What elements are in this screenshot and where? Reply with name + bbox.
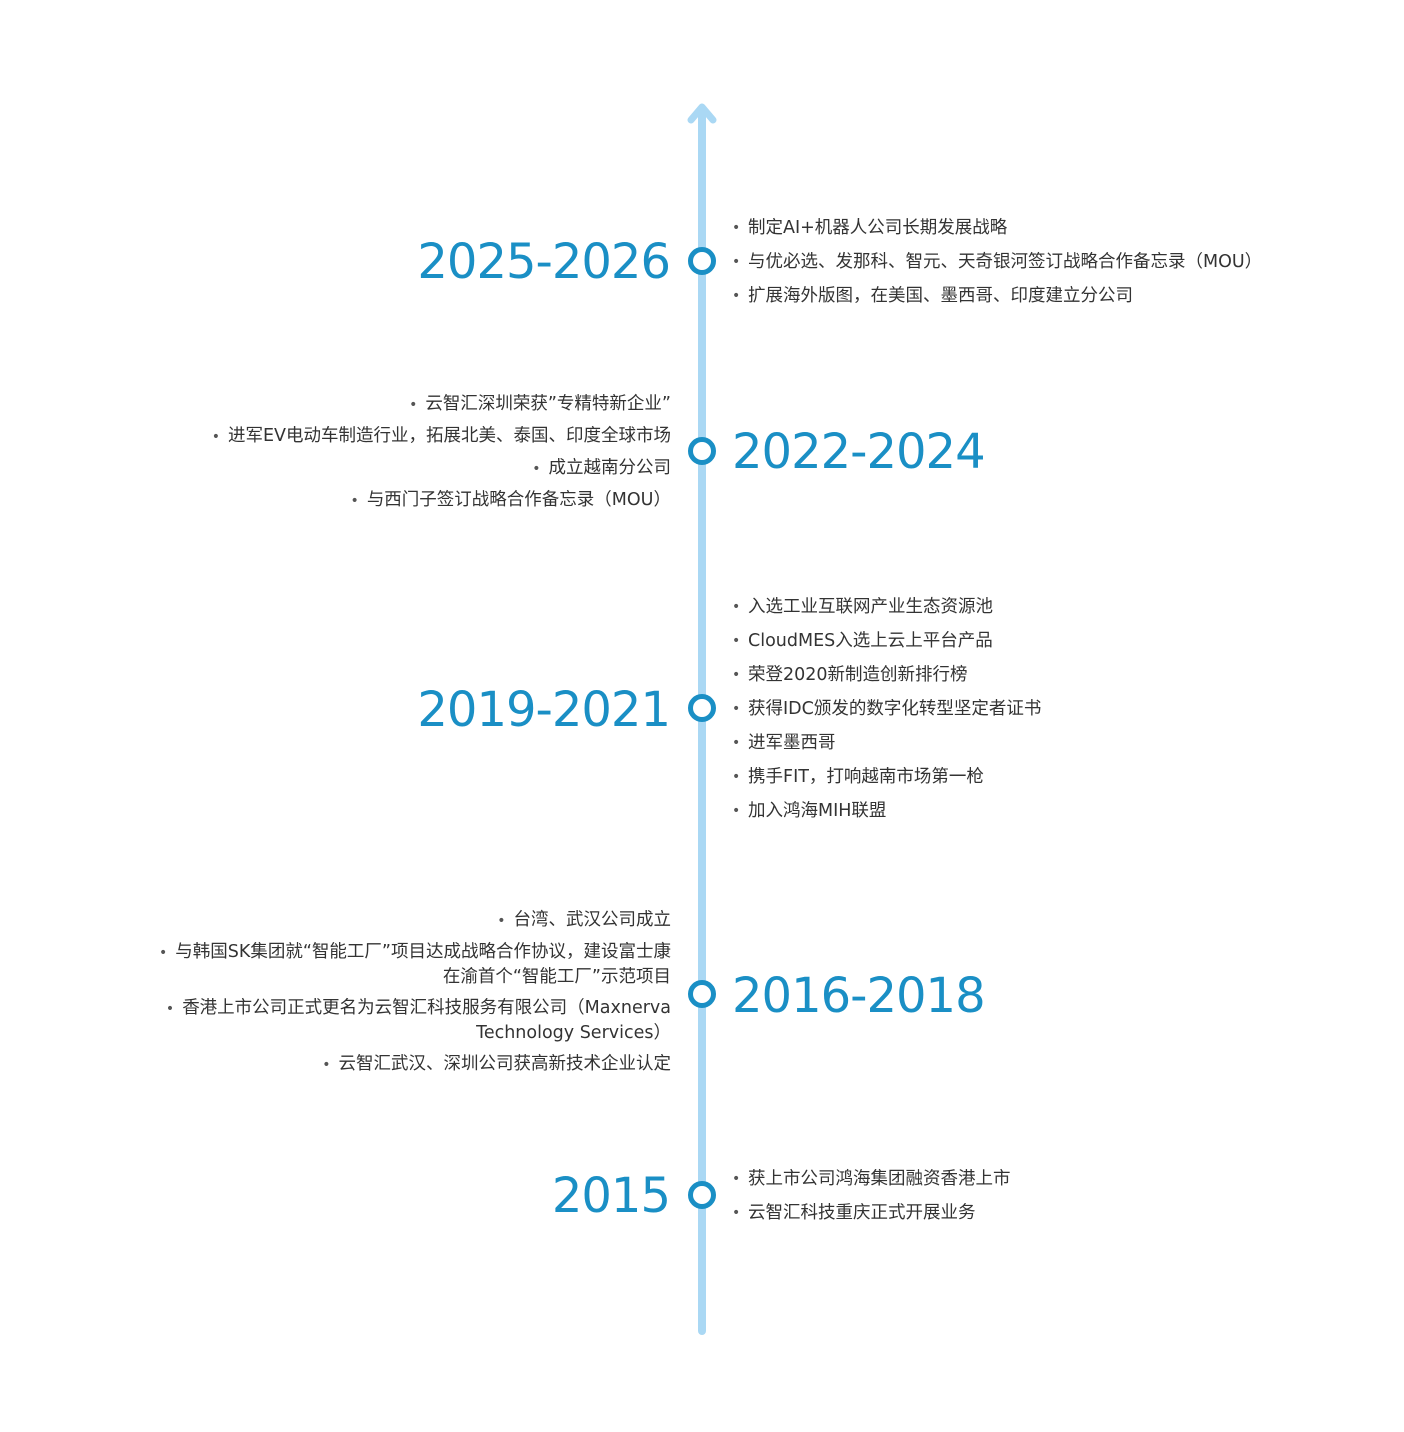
bullet-icon: • [732,701,741,717]
bullet-icon: • [732,769,741,785]
timeline-node [688,437,716,465]
list-item: •进军墨西哥 [732,733,836,753]
timeline-node [688,980,716,1008]
list-item: •与韩国SK集团就“智能工厂”项目达成战略合作协议，建设富士康在渝首个“智能工厂… [159,942,671,987]
bullet-icon: • [732,735,741,751]
list-item: •加入鸿海MIH联盟 [732,801,887,821]
bullet-icon: • [732,667,741,683]
list-item: •携手FIT，打响越南市场第一枪 [732,767,984,787]
event-list: •入选工业互联网产业生态资源池 •CloudMES入选上云上平台产品 •荣登20… [732,595,1041,833]
event-list: •台湾、武汉公司成立 •与韩国SK集团就“智能工厂”项目达成战略合作协议，建设富… [159,908,671,1084]
bullet-icon: • [532,461,541,477]
list-item: •入选工业互联网产业生态资源池 [732,597,993,617]
year-label: 2015 [551,1168,671,1224]
list-item: •扩展海外版图，在美国、墨西哥、印度建立分公司 [732,286,1133,306]
bullet-icon: • [732,803,741,819]
bullet-icon: • [732,633,741,649]
list-item: •与优必选、发那科、智元、天奇银河签订战略合作备忘录（MOU） [732,252,1263,272]
bullet-icon: • [732,1171,741,1187]
list-item: •CloudMES入选上云上平台产品 [732,631,993,651]
bullet-icon: • [732,288,741,304]
bullet-icon: • [497,913,506,929]
bullet-icon: • [322,1057,331,1073]
bullet-icon: • [165,1001,175,1017]
list-item: •获得IDC颁发的数字化转型坚定者证书 [732,699,1042,719]
list-item: •云智汇科技重庆正式开展业务 [732,1203,976,1223]
bullet-icon: • [732,220,741,236]
event-list: •云智汇深圳荣获”专精特新企业” •进军EV电动车制造行业，拓展北美、泰国、印度… [212,392,671,520]
timeline-axis [698,110,706,1335]
arrow-up-icon [687,103,717,124]
bullet-icon: • [159,945,168,961]
year-label: 2025-2026 [417,234,671,290]
bullet-icon: • [350,493,359,509]
list-item: •成立越南分公司 [532,458,671,478]
timeline-node [688,247,716,275]
event-list: •制定AI+机器人公司长期发展战略 •与优必选、发那科、智元、天奇银河签订战略合… [732,216,1262,318]
year-label: 2016-2018 [732,968,986,1024]
bullet-icon: • [409,397,418,413]
list-item: •获上市公司鸿海集团融资香港上市 [732,1169,1011,1189]
list-item: •台湾、武汉公司成立 [497,910,671,930]
timeline-node [688,1181,716,1209]
timeline-node [688,694,716,722]
year-label: 2019-2021 [417,682,671,738]
bullet-icon: • [732,254,741,270]
list-item: •云智汇深圳荣获”专精特新企业” [409,394,671,414]
year-label: 2022-2024 [732,424,986,480]
bullet-icon: • [211,429,220,445]
list-item: •云智汇武汉、深圳公司获高新技术企业认定 [322,1054,671,1074]
bullet-icon: • [732,599,741,615]
list-item: •制定AI+机器人公司长期发展战略 [732,218,1008,238]
event-list: •获上市公司鸿海集团融资香港上市 •云智汇科技重庆正式开展业务 [732,1167,1011,1235]
list-item: •进军EV电动车制造行业，拓展北美、泰国、印度全球市场 [211,426,671,446]
list-item: •与西门子签订战略合作备忘录（MOU） [350,490,671,510]
list-item: •荣登2020新制造创新排行榜 [732,665,968,685]
bullet-icon: • [732,1205,741,1221]
